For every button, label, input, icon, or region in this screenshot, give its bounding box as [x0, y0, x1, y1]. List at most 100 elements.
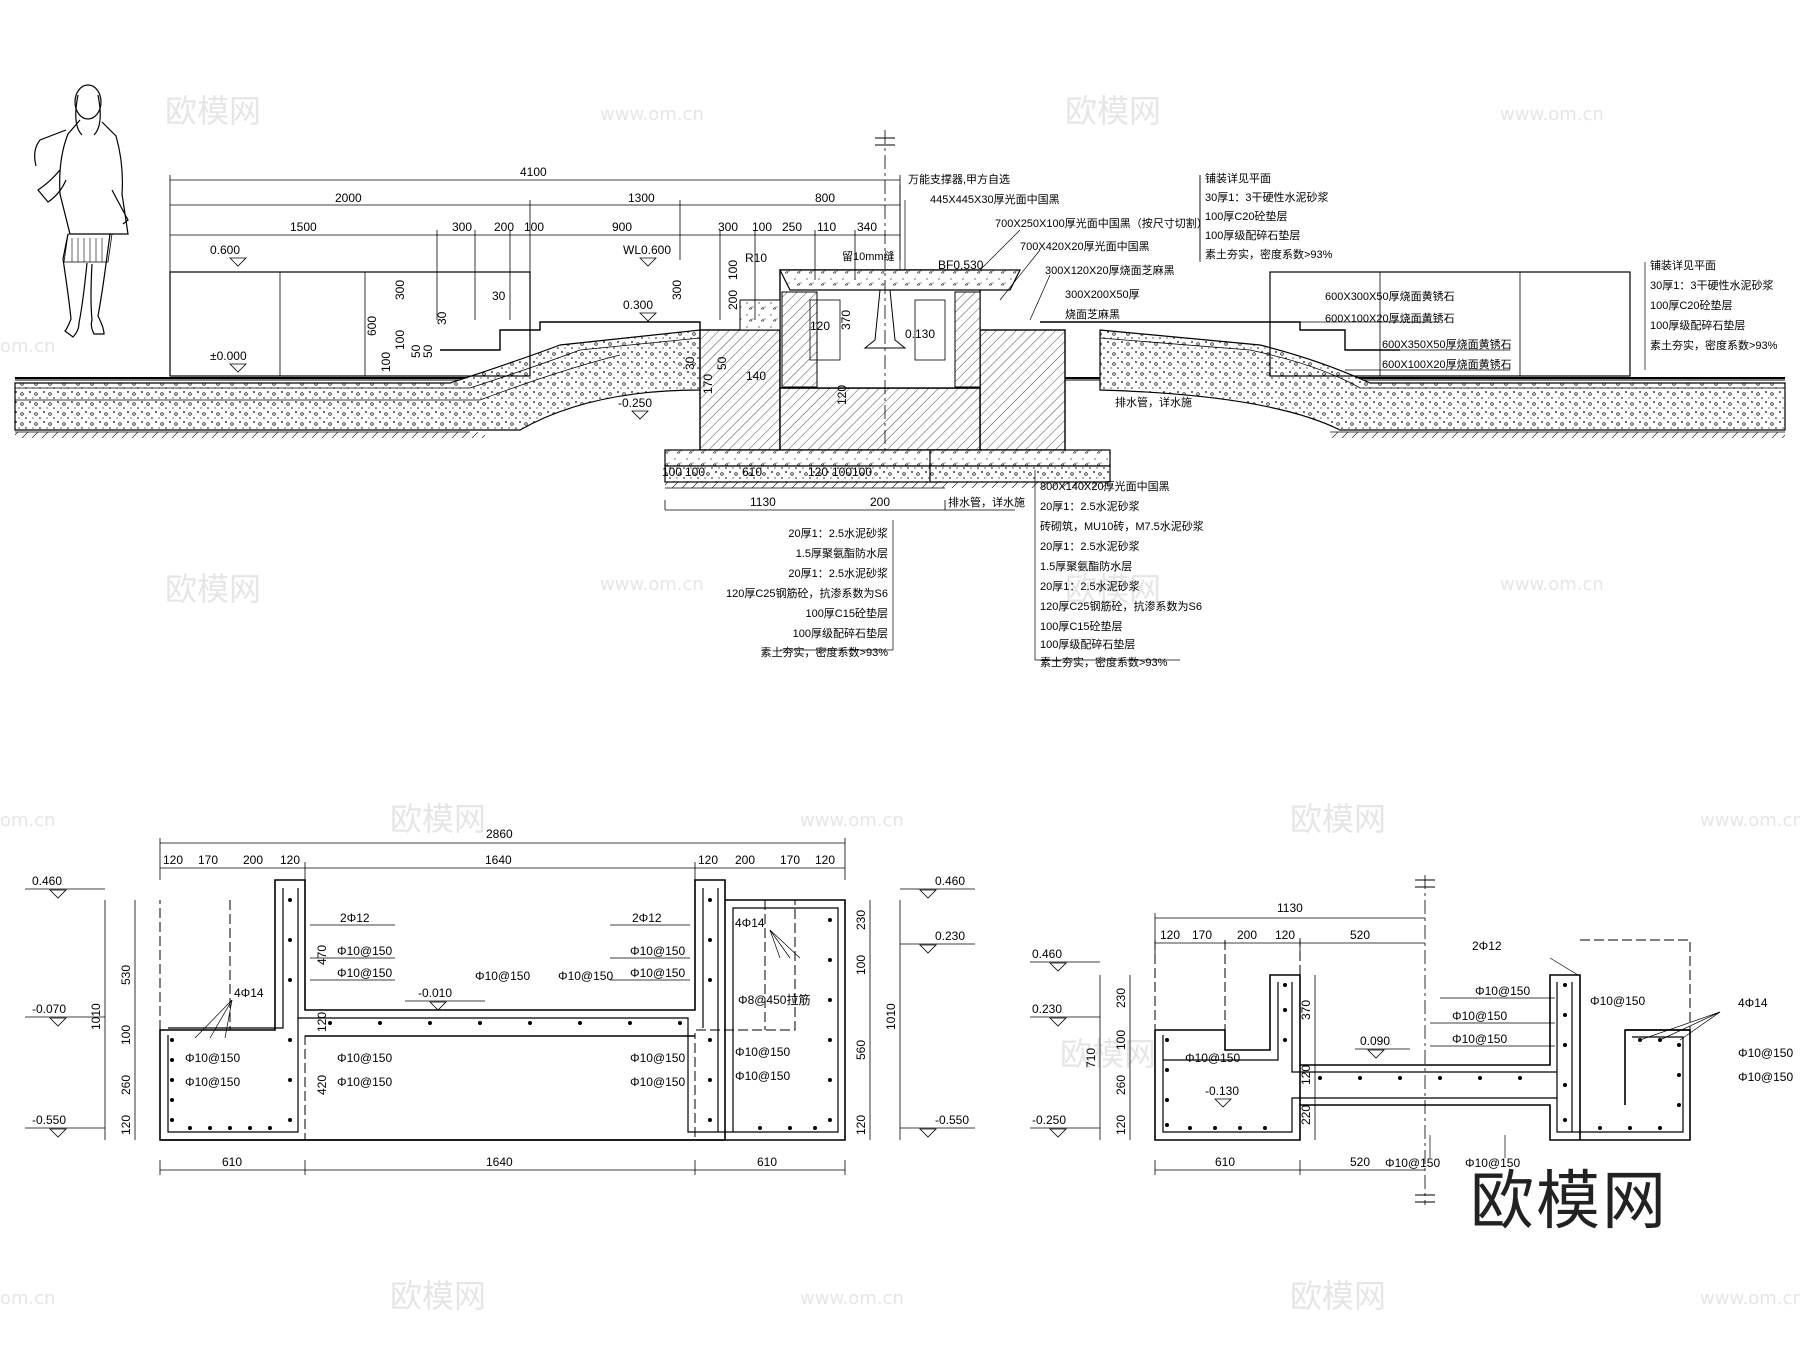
- lr-note-5: 20厚1：2.5水泥砂浆: [1040, 579, 1140, 593]
- a-rv-0: 230: [854, 910, 868, 930]
- a-rebar-10: Φ10@150: [337, 1051, 392, 1065]
- b-top-0: 120: [1160, 928, 1180, 942]
- a-tie: Φ8@450拉筋: [738, 992, 810, 1007]
- a-lv-0: 530: [119, 965, 133, 985]
- bdim-1130: 1130: [750, 495, 776, 509]
- left-gravel-base: [664, 465, 946, 483]
- a-rebar-6: Φ10@150: [630, 944, 685, 958]
- b-iv-1: 120: [1299, 1065, 1313, 1085]
- a-rebar-9: Φ10@150: [558, 969, 613, 983]
- a-lv-2: 260: [119, 1075, 133, 1095]
- vdim-100b: 100: [726, 260, 740, 280]
- b-bottom-1: 520: [1350, 1155, 1370, 1169]
- b-lv-0: 230: [1114, 988, 1128, 1008]
- b-rebar-10: Φ10@150: [1185, 1051, 1240, 1065]
- dim-row2-4: 900: [612, 220, 632, 234]
- vdim-30: 30: [435, 311, 449, 325]
- gap-note: 留10mm缝: [842, 249, 895, 263]
- b-rebar-7: Φ10@150: [1738, 1070, 1793, 1084]
- a-lv-1: 100: [119, 1025, 133, 1045]
- lr-note-3: 20厚1：2.5水泥砂浆: [1040, 539, 1140, 553]
- watermark-logo: 欧模网: [390, 800, 486, 838]
- a-elev-l1: -0.070: [32, 1002, 66, 1016]
- vdim-300: 300: [393, 280, 407, 300]
- right-note-b-0: 铺装详见平面: [1650, 258, 1716, 272]
- vdim-370: 370: [839, 310, 853, 330]
- soil-center: [665, 482, 1110, 488]
- top-note-3: 700X420X20厚光面中国黑: [1020, 239, 1150, 253]
- b-top-2: 200: [1237, 928, 1257, 942]
- watermark-site: www.om.cn: [1500, 574, 1604, 595]
- left-seat-wall: [169, 271, 531, 377]
- a-top-4: 1640: [485, 853, 512, 867]
- dim-row2-3: 100: [524, 220, 544, 234]
- a-rebar-7: Φ10@150: [630, 966, 685, 980]
- watermark-logo: 欧模网: [1290, 1277, 1386, 1315]
- bdim-610: 610: [742, 465, 762, 479]
- a-rebar-12: Φ10@150: [630, 1051, 685, 1065]
- watermark-logo: 欧模网: [1065, 92, 1161, 130]
- stone-note-1: 600X100X20厚烧面黄锈石: [1325, 311, 1455, 325]
- section-a-outline-dashed: [159, 899, 846, 1141]
- bdim-200: 200: [870, 495, 890, 509]
- right-basin-wall: [979, 329, 1066, 451]
- feature-inner-left: [781, 291, 818, 388]
- a-top-1: 170: [198, 853, 218, 867]
- a-elev-r0: 0.460: [935, 874, 965, 888]
- b-rebar-4: Φ10@150: [1452, 1009, 1507, 1023]
- dim-1300: 1300: [628, 191, 655, 205]
- lr-note-2: 砖砌筑，MU10砖，M7.5水泥砂浆: [1040, 519, 1204, 533]
- a-iv-1: 120: [315, 1012, 329, 1032]
- drain-note-right: 排水管，详水施: [1115, 395, 1192, 409]
- vdim-30b: 30: [683, 356, 697, 370]
- right-note-a-4: 素土夯实，密度系数>93%: [1205, 247, 1333, 261]
- ll-note-5: 100厚级配碎石垫层: [793, 626, 888, 640]
- right-foundation: [929, 449, 1111, 467]
- watermark-logo: 欧模网: [390, 1277, 486, 1315]
- top-note-5: 300X200X50厚: [1065, 288, 1140, 301]
- a-top-5: 120: [698, 853, 718, 867]
- elev-bf: BF0.530: [938, 258, 984, 272]
- right-gravel-base: [929, 465, 1111, 483]
- dim-total: 4100: [520, 165, 547, 179]
- b-top-1: 170: [1192, 928, 1212, 942]
- a-lv-total: 1010: [89, 1003, 103, 1030]
- a-top-3: 120: [280, 853, 300, 867]
- right-note-b-4: 素土夯实，密度系数>93%: [1650, 338, 1778, 352]
- a-iv-0: 470: [315, 945, 329, 965]
- bdim-100a: 100: [662, 465, 682, 479]
- ll-note-1: 1.5厚聚氨酯防水层: [796, 546, 888, 560]
- dim-2000: 2000: [335, 191, 362, 205]
- elev-ground: ±0.000: [210, 349, 247, 363]
- brand-logo: 欧模网: [1470, 1165, 1668, 1239]
- dim-800: 800: [815, 191, 835, 205]
- stone-block: [739, 299, 781, 331]
- vdim-120: 120: [810, 319, 830, 333]
- dim-row2-7: 250: [782, 220, 802, 234]
- a-rebar-0: 2Φ12: [340, 911, 370, 925]
- person-scale-figure: [34, 84, 129, 338]
- b-elev-0: 0.460: [1032, 947, 1062, 961]
- dim-row2-6: 100: [752, 220, 772, 234]
- watermark-logo: 欧模网: [165, 92, 261, 130]
- vdim-120b: 120: [835, 385, 849, 405]
- a-rebar-1: 2Φ12: [632, 911, 662, 925]
- ll-note-6: 素土夯实，密度系数>93%: [761, 645, 889, 659]
- b-elev-2: -0.250: [1032, 1113, 1066, 1127]
- watermark-site: om.cn: [0, 1288, 56, 1309]
- left-basin-wall: [699, 329, 781, 451]
- a-top-8: 120: [815, 853, 835, 867]
- a-elev-r1: 0.230: [935, 929, 965, 943]
- basin-slab: [779, 387, 981, 451]
- watermark-site: www.om.cn: [600, 104, 704, 125]
- vdim-50c: 50: [715, 356, 729, 370]
- right-note-a-0: 铺装详见平面: [1205, 171, 1271, 185]
- vdim-600: 600: [365, 316, 379, 336]
- watermark-logo: 欧模网: [1290, 800, 1386, 838]
- vdim-30c: 30: [492, 289, 506, 303]
- a-rebar-8: Φ10@150: [475, 969, 530, 983]
- watermarks: 欧模网 www.om.cn 欧模网 www.om.cn 欧模网 www.om.c…: [0, 92, 1800, 1315]
- right-note-a-3: 100厚级配碎石垫层: [1205, 228, 1300, 242]
- lr-note-8: 100厚级配碎石垫层: [1040, 637, 1135, 651]
- vdim-100c: 100: [379, 352, 393, 372]
